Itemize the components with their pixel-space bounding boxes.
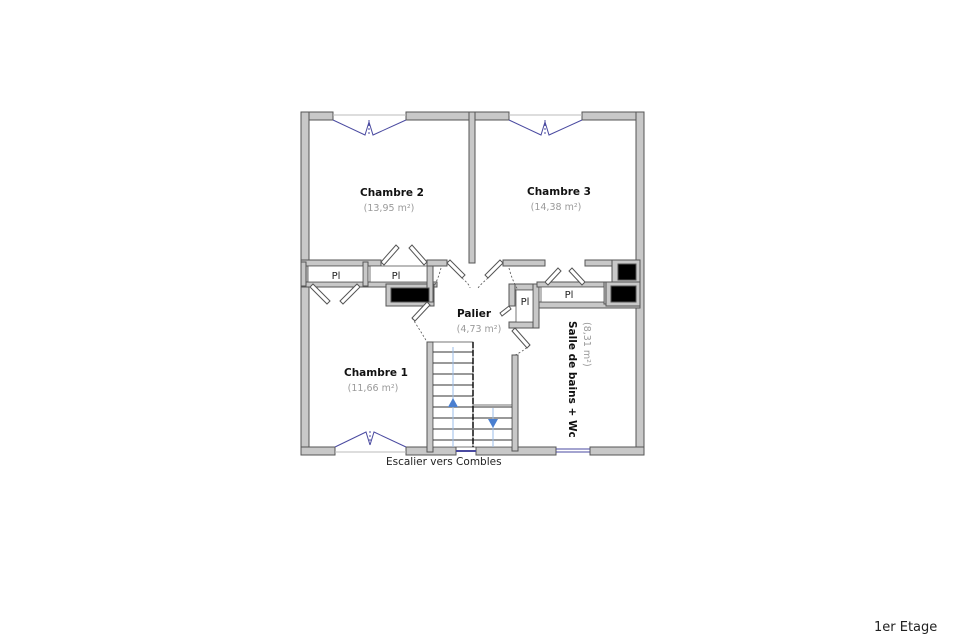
room-name-salle-de-bains: Salle de bains + Wc bbox=[566, 321, 578, 438]
closet-label: Pl bbox=[565, 290, 574, 301]
door-swings bbox=[411, 267, 531, 356]
room-area-chambre-2: (13,95 m²) bbox=[364, 203, 415, 214]
stair-down-arrow bbox=[488, 419, 498, 428]
room-area-chambre-3: (14,38 m²) bbox=[531, 202, 582, 213]
room-name-chambre-1: Chambre 1 bbox=[344, 367, 408, 379]
stairs-caption: Escalier vers Combles bbox=[386, 456, 502, 468]
room-area-salle-de-bains: (8,31 m²) bbox=[581, 322, 592, 367]
duct-left bbox=[390, 287, 430, 303]
room-name-chambre-2: Chambre 2 bbox=[360, 187, 424, 199]
windows bbox=[332, 114, 590, 453]
closet-label: Pl bbox=[392, 271, 401, 282]
duct-right-bottom bbox=[610, 285, 637, 303]
closet-label: Pl bbox=[332, 271, 341, 282]
room-name-palier: Palier bbox=[457, 308, 492, 320]
room-area-palier: (4,73 m²) bbox=[457, 324, 502, 335]
closet-labels: Pl Pl Pl Pl bbox=[332, 271, 574, 308]
closet-interiors bbox=[307, 265, 605, 323]
doors bbox=[309, 244, 586, 349]
closet-label: Pl bbox=[521, 297, 530, 308]
stair-up-arrow bbox=[448, 398, 458, 407]
ducts bbox=[390, 263, 637, 303]
room-labels: Chambre 2 (13,95 m²) Chambre 3 (14,38 m²… bbox=[344, 186, 592, 438]
room-name-chambre-3: Chambre 3 bbox=[527, 186, 591, 198]
room-area-chambre-1: (11,66 m²) bbox=[348, 383, 399, 394]
duct-right-top bbox=[617, 263, 637, 281]
floor-label: 1er Etage bbox=[874, 620, 938, 635]
stairs bbox=[432, 341, 513, 448]
